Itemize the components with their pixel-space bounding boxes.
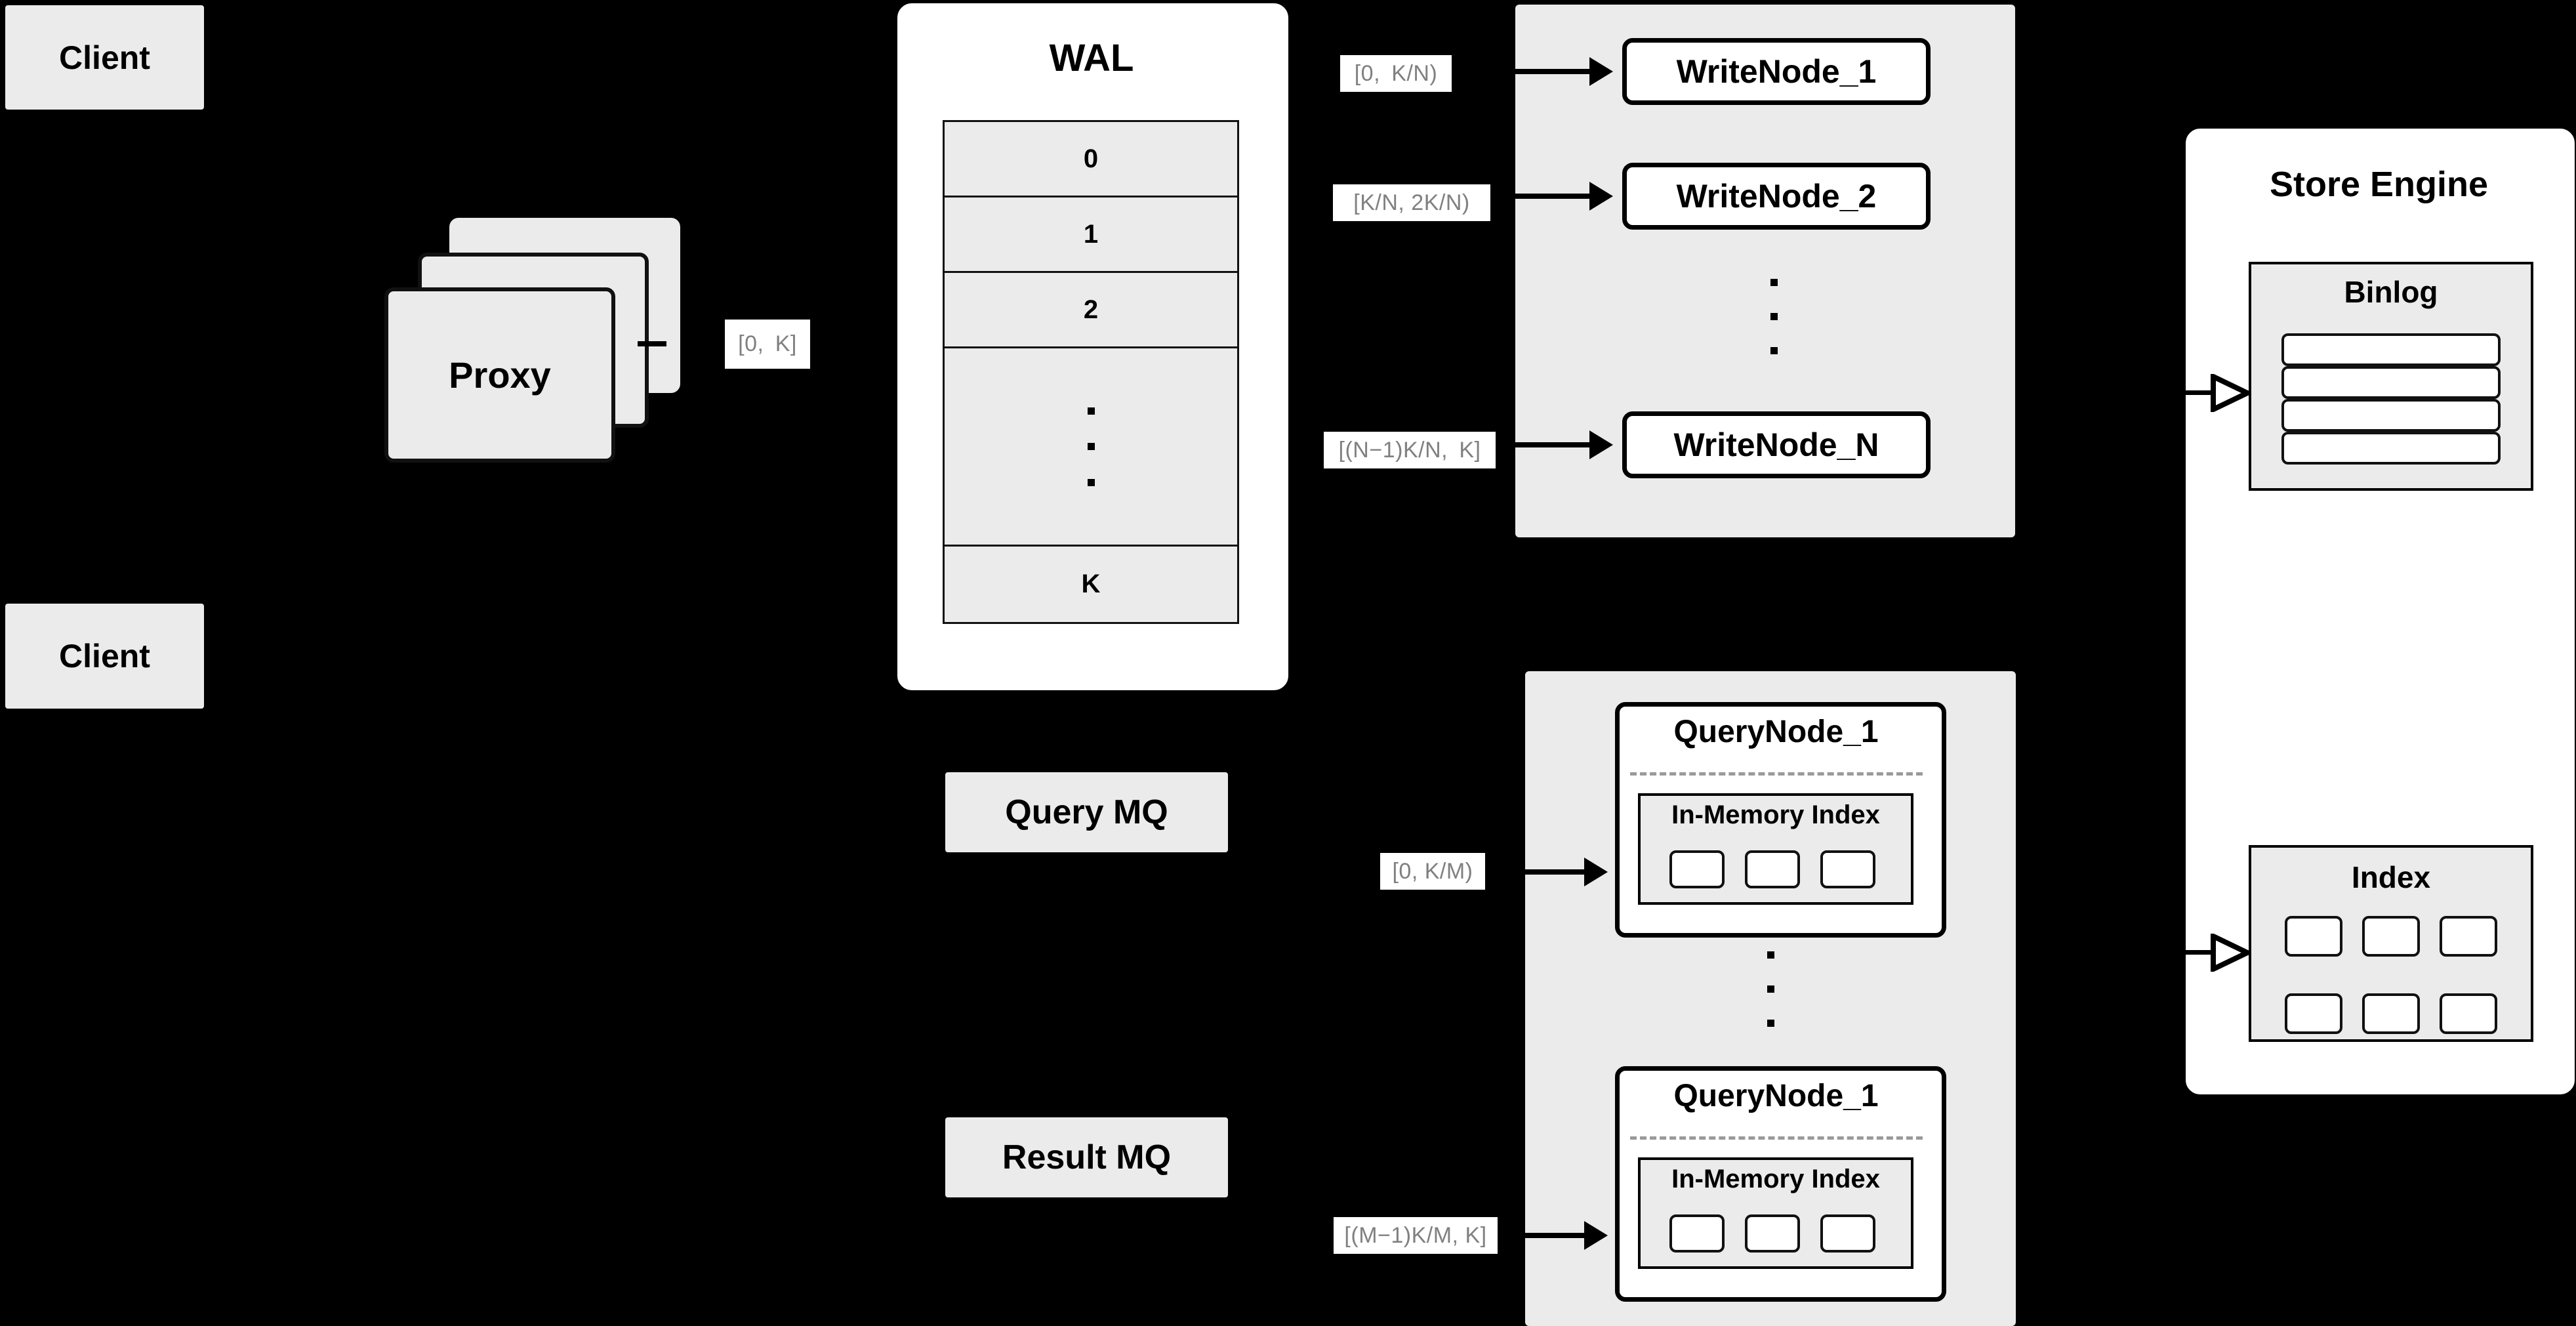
index-cell-r1c3[interactable] xyxy=(2440,916,2497,957)
query-node-m-index-cell-3[interactable] xyxy=(1820,1214,1875,1253)
write-node-1[interactable]: WriteNode_1 xyxy=(1622,38,1931,105)
query-node-vertical-ellipsis-icon xyxy=(1767,951,1774,1027)
edge-label-write-1: [0, K/N) xyxy=(1340,55,1452,92)
arrow-shaft-write-1 xyxy=(1460,69,1589,74)
client-label-1: Client xyxy=(59,39,150,76)
arrow-head-query-1 xyxy=(1584,858,1608,886)
query-node-m-label: QueryNode_1 xyxy=(1673,1079,1879,1113)
arrow-shaft-to-index xyxy=(2186,950,2212,955)
wal-row-2[interactable]: 2 xyxy=(945,273,1237,348)
wal-vertical-ellipsis-icon xyxy=(1088,407,1095,486)
arrow-head-query-m xyxy=(1584,1221,1608,1250)
arrow-shaft-write-n xyxy=(1501,442,1589,447)
binlog-row-3[interactable] xyxy=(2281,399,2501,432)
result-mq-box[interactable]: Result MQ xyxy=(945,1117,1228,1197)
query-node-1-index-cell-2[interactable] xyxy=(1745,850,1800,888)
edge-label-write-n: [(N−1)K/N, K] xyxy=(1324,432,1496,468)
write-node-2-label: WriteNode_2 xyxy=(1676,178,1877,215)
query-node-m-inmemory-index-label: In-Memory Index xyxy=(1671,1165,1880,1193)
edge-label-query-1: [0, K/M) xyxy=(1380,853,1485,890)
wal-table: 0 1 2 K xyxy=(943,120,1239,624)
write-node-n-label: WriteNode_N xyxy=(1673,426,1879,463)
write-node-n[interactable]: WriteNode_N xyxy=(1622,411,1931,478)
index-cell-r2c3[interactable] xyxy=(2440,993,2497,1034)
arrow-shaft-to-binlog xyxy=(2186,390,2212,395)
arrow-head-write-n xyxy=(1589,430,1613,459)
edge-label-query-m: [(M−1)K/M, K] xyxy=(1334,1217,1498,1254)
query-node-m-index-cell-2[interactable] xyxy=(1745,1214,1800,1253)
write-node-vertical-ellipsis-icon xyxy=(1770,279,1778,354)
binlog-row-1[interactable] xyxy=(2281,333,2501,366)
wal-row-0[interactable]: 0 xyxy=(945,122,1237,197)
client-label-2: Client xyxy=(59,638,150,674)
arrow-head-write-2 xyxy=(1589,182,1613,211)
index-title: Index xyxy=(2351,860,2431,894)
arrow-shaft-write-2 xyxy=(1496,194,1589,199)
proxy-card-front[interactable]: Proxy xyxy=(384,287,615,463)
client-box-2[interactable]: Client xyxy=(5,604,204,709)
client-box-1[interactable]: Client xyxy=(5,5,204,110)
edge-label-proxy-to-wal: [0, K] xyxy=(725,320,810,369)
store-engine-title: Store Engine xyxy=(2269,165,2489,204)
query-mq-box[interactable]: Query MQ xyxy=(945,772,1228,852)
query-node-1-label: QueryNode_1 xyxy=(1673,715,1879,749)
edge-label-write-2: [K/N, 2K/N) xyxy=(1333,184,1490,221)
query-node-1-index-cell-3[interactable] xyxy=(1820,850,1875,888)
binlog-title: Binlog xyxy=(2344,275,2438,309)
query-node-1-inmemory-index-label: In-Memory Index xyxy=(1671,800,1880,829)
wal-row-ellipsis xyxy=(945,348,1237,547)
binlog-row-2[interactable] xyxy=(2281,366,2501,399)
result-mq-label: Result MQ xyxy=(1002,1138,1172,1176)
write-node-1-label: WriteNode_1 xyxy=(1676,53,1877,90)
query-node-m-index-cell-1[interactable] xyxy=(1669,1214,1725,1253)
query-mq-label: Query MQ xyxy=(1005,793,1168,831)
proxy-label: Proxy xyxy=(449,354,551,396)
query-node-m-separator xyxy=(1630,1136,1923,1140)
index-cell-r2c2[interactable] xyxy=(2362,993,2420,1034)
query-node-1-separator xyxy=(1630,772,1923,776)
arrow-head-write-1 xyxy=(1589,57,1613,86)
index-cell-r1c1[interactable] xyxy=(2285,916,2342,957)
index-cell-r1c2[interactable] xyxy=(2362,916,2420,957)
wal-row-1[interactable]: 1 xyxy=(945,197,1237,273)
wal-title: WAL xyxy=(1049,37,1134,79)
wal-row-k[interactable]: K xyxy=(945,547,1237,622)
query-node-1-index-cell-1[interactable] xyxy=(1669,850,1725,888)
index-cell-r2c1[interactable] xyxy=(2285,993,2342,1034)
binlog-row-4[interactable] xyxy=(2281,432,2501,465)
arrow-shaft-query-1 xyxy=(1491,869,1584,875)
write-node-2[interactable]: WriteNode_2 xyxy=(1622,163,1931,230)
proxy-connector-stub xyxy=(638,341,666,346)
arrow-shaft-query-m xyxy=(1503,1233,1584,1238)
